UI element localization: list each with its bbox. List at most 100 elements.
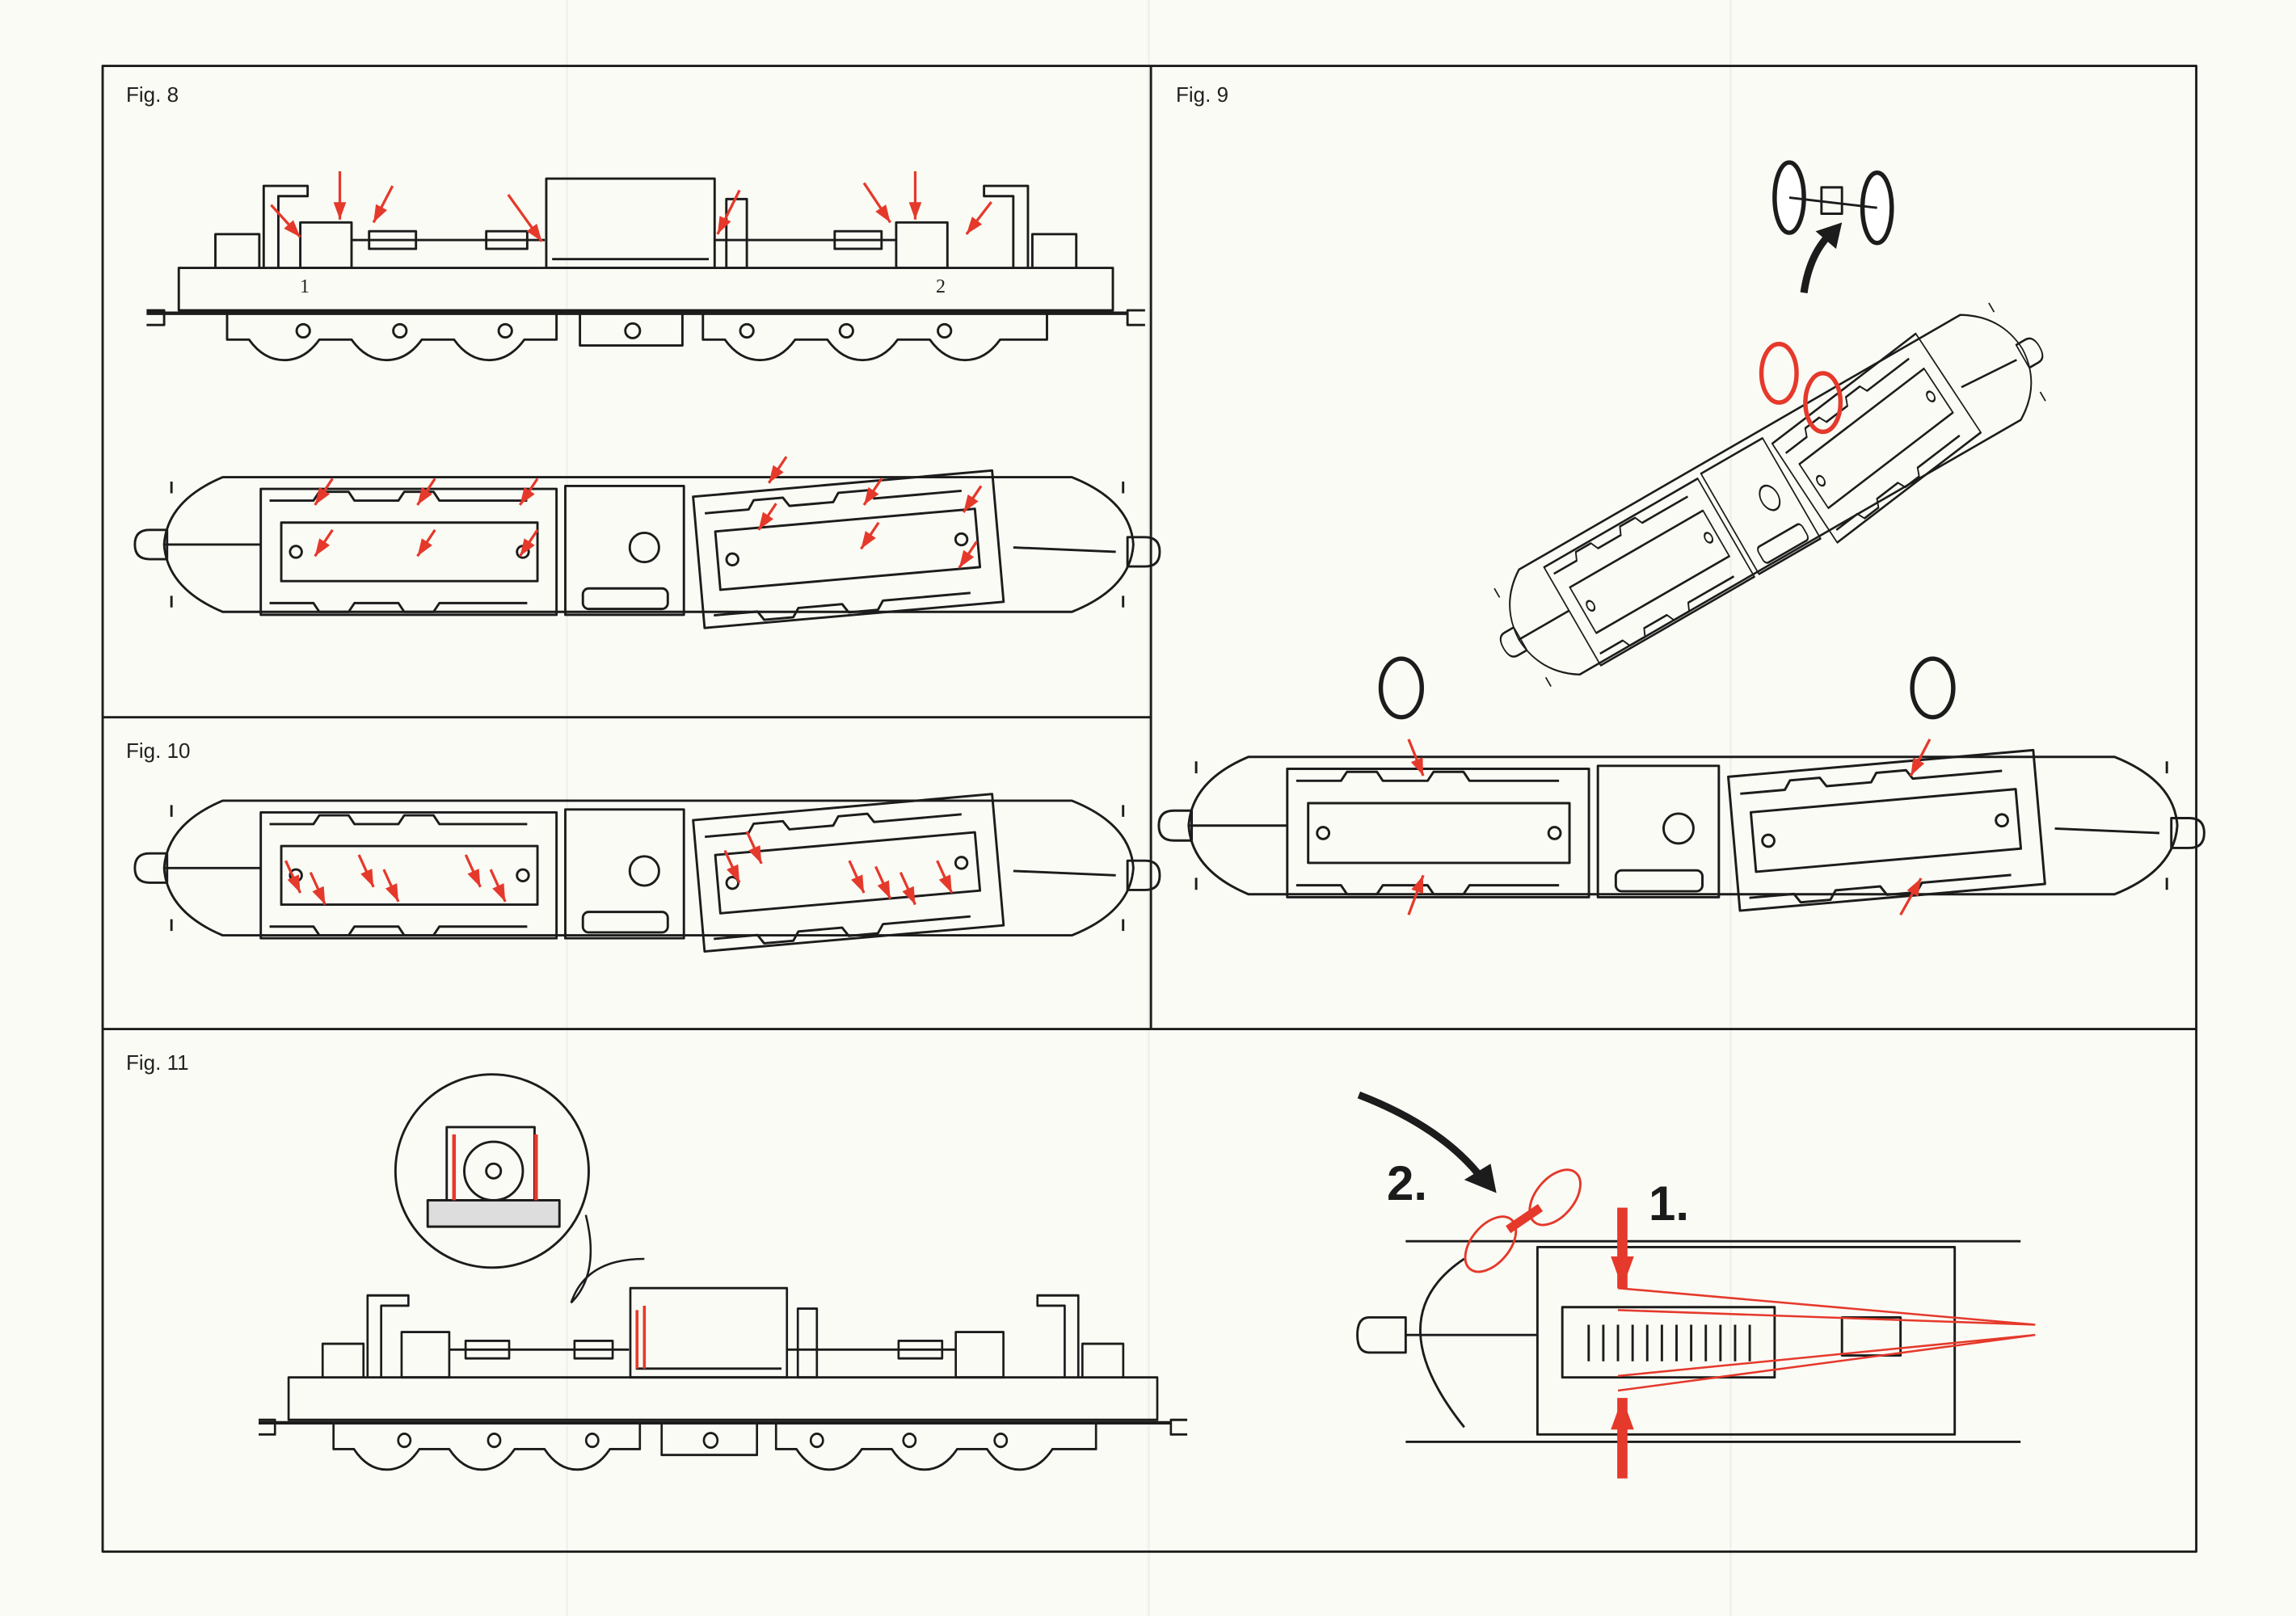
screw xyxy=(516,868,530,883)
fig-8-label: Fig. 8 xyxy=(126,82,179,107)
red-arrow-head xyxy=(385,883,398,902)
red-arrow-head xyxy=(373,204,388,223)
coupling-left xyxy=(368,229,418,250)
bogie-frame-right xyxy=(692,793,1005,953)
screw xyxy=(1995,813,2009,828)
red-arrow xyxy=(309,872,326,906)
wheel-hub xyxy=(392,322,408,339)
fig-10-top-view xyxy=(133,793,1161,953)
bogie-left xyxy=(225,313,558,362)
coupler-mount-left xyxy=(214,233,261,268)
wheel-hub xyxy=(497,322,513,339)
motor-mount xyxy=(1700,436,1822,575)
bogie-frame-right xyxy=(1727,748,2046,912)
outer-frame xyxy=(101,65,2198,1553)
chassis-frame xyxy=(287,1376,1159,1421)
red-arrow xyxy=(382,869,400,903)
bogie-left-inner xyxy=(1307,802,1571,865)
coupling-right xyxy=(897,1339,944,1360)
red-arrow-head xyxy=(717,216,731,234)
wheel-hub xyxy=(937,322,953,339)
red-arrow-head xyxy=(1410,757,1424,776)
red-arrow xyxy=(1909,739,1932,776)
motor-shaft xyxy=(485,1162,503,1180)
bracket-right xyxy=(796,1307,819,1379)
red-arrow xyxy=(962,485,983,513)
red-arrow-head xyxy=(966,217,983,234)
wheel-hub xyxy=(993,1433,1009,1449)
screw xyxy=(1704,532,1714,544)
black-curved-arrow xyxy=(1357,1091,1485,1181)
bogie-right-inner xyxy=(1749,788,2023,873)
fig-11-label: Fig. 11 xyxy=(126,1050,189,1075)
fig-8-side-view xyxy=(146,177,1145,362)
fig-9-label: Fig. 9 xyxy=(1176,82,1229,107)
screw xyxy=(954,856,969,870)
hull-outline xyxy=(1405,1239,2021,1443)
red-arrow-head xyxy=(287,874,301,894)
gear-box-left xyxy=(400,1331,451,1379)
buffers xyxy=(1493,302,2046,688)
body-hull xyxy=(162,799,1135,937)
drawbar-right xyxy=(1013,546,1116,553)
red-arrow-head xyxy=(526,223,542,242)
screw xyxy=(1316,826,1331,840)
chassis-frame xyxy=(177,267,1114,312)
drawbar-left xyxy=(1518,609,1570,641)
bogie-frame-right-outer xyxy=(1771,332,1982,544)
red-arrow-head xyxy=(769,465,784,483)
bogie-left-inner xyxy=(1569,509,1730,634)
bogie-frame-right xyxy=(692,469,1005,629)
buffers xyxy=(1194,761,2168,890)
gear-box-left xyxy=(299,221,353,269)
red-arrow xyxy=(862,478,883,506)
bogie-right-sideframes xyxy=(705,812,971,945)
fig-10-label: Fig. 10 xyxy=(126,739,191,763)
bogie-left-inner xyxy=(280,844,539,907)
weight-block xyxy=(1757,523,1809,564)
weight-block xyxy=(581,587,669,611)
red-arrow-head xyxy=(1906,877,1922,897)
red-arrow-head xyxy=(467,869,481,887)
red-arrow-head xyxy=(1911,757,1925,776)
coupler-right xyxy=(1126,536,1161,568)
red-arrow xyxy=(862,182,892,224)
red-arrow-head xyxy=(333,202,347,220)
bogie-left-sideframes xyxy=(1295,770,1560,896)
red-arrow-head xyxy=(1611,1256,1634,1289)
magnifier-circle xyxy=(394,1073,590,1269)
gear-box-right xyxy=(954,1331,1005,1379)
bogie-right-inner xyxy=(1798,367,1954,510)
cab-post-left xyxy=(262,184,310,268)
coupler-left xyxy=(133,852,169,884)
bogie-pivot xyxy=(1840,1315,1902,1357)
red-arrow xyxy=(489,869,507,903)
red-arrow xyxy=(908,170,922,220)
red-arrow-head xyxy=(958,549,975,568)
coupler-left xyxy=(1499,626,1528,658)
magnifier-leader xyxy=(570,1214,645,1304)
red-arrow-head xyxy=(1611,1398,1634,1430)
red-arrow-head xyxy=(902,886,916,905)
red-arrow xyxy=(874,865,892,899)
red-arrow-head xyxy=(727,864,740,883)
body-hull xyxy=(1509,314,2033,676)
coupling-left xyxy=(573,1339,614,1360)
red-arrow xyxy=(860,521,880,550)
coupler-left xyxy=(133,528,169,561)
coupler-mount-left xyxy=(321,1342,365,1378)
red-arrow xyxy=(333,170,347,220)
red-arrow xyxy=(372,185,394,224)
axle xyxy=(1788,196,1877,209)
red-arrow xyxy=(1611,1398,1634,1479)
screw xyxy=(1547,826,1562,840)
motor-housing xyxy=(545,177,716,269)
cab-post-right xyxy=(1036,1294,1080,1378)
screw xyxy=(1816,474,1826,487)
coupling-right xyxy=(833,229,883,250)
red-arrow xyxy=(314,528,334,558)
screw xyxy=(289,545,303,559)
motor-bore xyxy=(1759,484,1781,511)
screw xyxy=(1926,390,1936,402)
coupler xyxy=(1356,1315,1538,1354)
